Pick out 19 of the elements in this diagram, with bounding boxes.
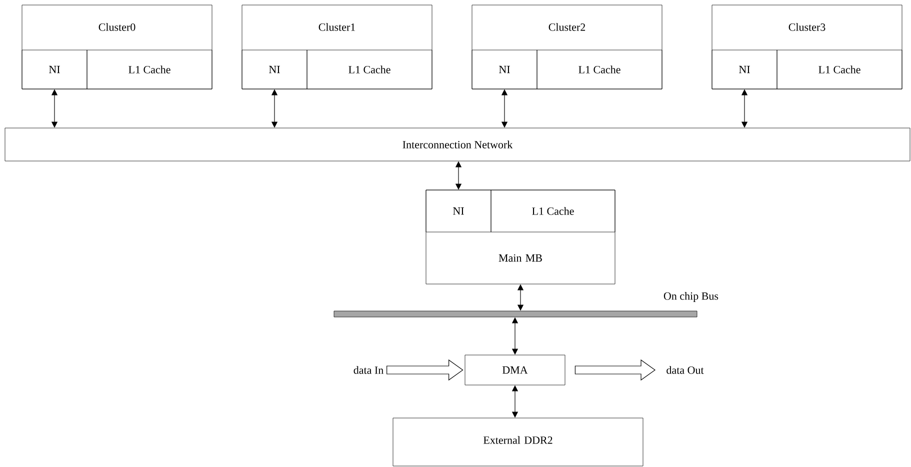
interface-cell: NI <box>242 50 308 90</box>
cache-cell: L1 Cache <box>536 50 662 90</box>
interface-cell: NI <box>22 50 88 90</box>
interface-cell: NI <box>426 190 492 232</box>
interface-cell: NI <box>472 50 538 90</box>
bus-label: On chip Bus <box>664 292 718 302</box>
text-label: data In <box>354 366 384 374</box>
hollow-arrow <box>574 359 656 381</box>
bus-bar <box>334 310 698 318</box>
interface-cell: NI <box>712 50 778 90</box>
text-label: data Out <box>666 366 704 374</box>
memory-box: External DDR2 <box>392 418 644 466</box>
cache-cell: L1 Cache <box>776 50 902 90</box>
cache-cell: L1 Cache <box>306 50 432 90</box>
network-box: Interconnection Network <box>4 128 910 162</box>
dma-box: DMA <box>464 354 566 386</box>
hollow-arrow <box>386 359 464 381</box>
cache-cell: L1 Cache <box>490 190 616 232</box>
cache-cell: L1 Cache <box>86 50 212 90</box>
